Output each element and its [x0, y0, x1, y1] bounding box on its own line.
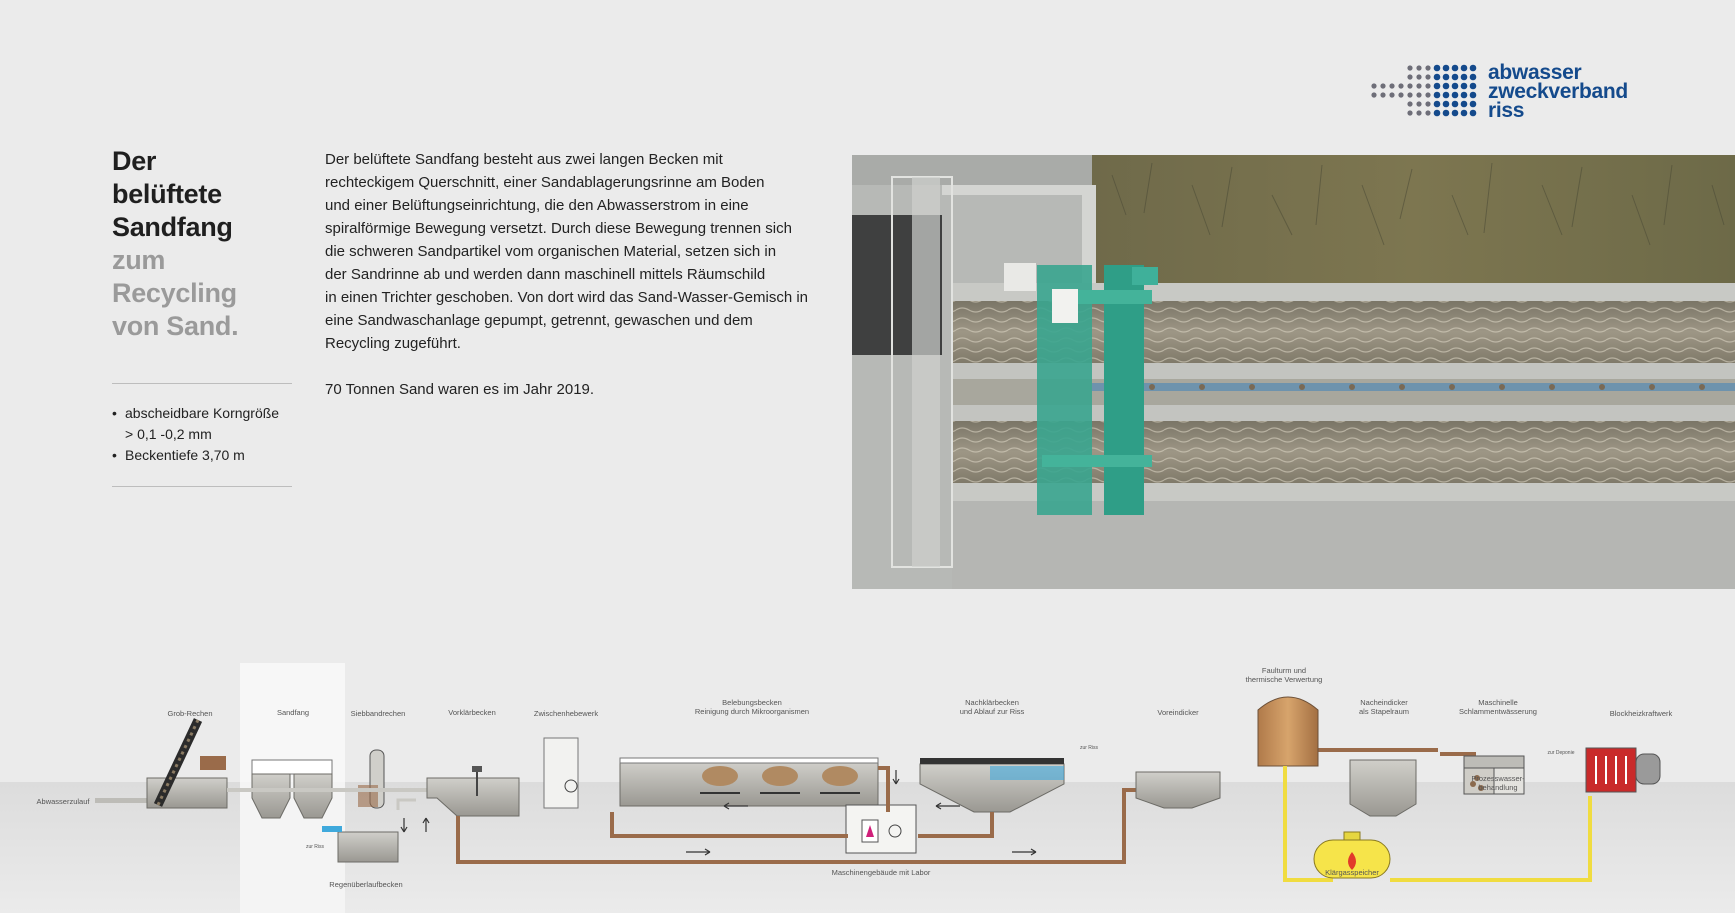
text-line: rechteckigem Querschnitt, einer Sandabla… [325, 174, 765, 191]
text-line: eine Sandwaschanlage gepumpt, getrennt, … [325, 312, 753, 329]
label-blockheizkraftwerk: Blockheizkraftwerk [1609, 709, 1673, 718]
brand-logo: abwasser zweckverband riss [1370, 61, 1640, 126]
fact-item: Beckentiefe 3,70 m [112, 445, 279, 466]
label-klaergasspeicher: Klärgasspeicher [1325, 868, 1379, 877]
divider-bottom [112, 486, 292, 487]
label-belebungsbecken: Belebungsbecken [722, 698, 782, 707]
label-nacheindicker: Nacheindicker [1360, 698, 1408, 707]
divider-top [112, 383, 292, 384]
subtitle-line-1: zum [112, 245, 166, 275]
label-voreindicker: Voreindicker [1157, 708, 1199, 717]
text-line: in einen Trichter geschoben. Von dort wi… [325, 289, 809, 306]
text-line: die schweren Sandpartikel vom organische… [325, 243, 777, 260]
subtitle-line-2: Recycling [112, 278, 237, 308]
facts-list: abscheidbare Korngröße > 0,1 -0,2 mm Bec… [112, 403, 279, 466]
label-zur-riss-outflow: zur Riss [1079, 745, 1099, 751]
text-line: Der belüftete Sandfang besteht aus zwei … [325, 151, 723, 168]
description-text: Der belüftete Sandfang besteht aus zwei … [325, 148, 825, 401]
label-maschinengebaeude: Maschinengebäude mit Labor [831, 868, 931, 877]
label-sandfang: Sandfang [276, 708, 310, 717]
title-line-3: Sandfang [112, 212, 233, 242]
page-title: Der belüftete Sandfang zum Recycling von… [112, 145, 239, 343]
label-zur-deponie: zur Deponie [1547, 750, 1575, 756]
label-prozesswasser: Prozesswasser- [1471, 774, 1525, 783]
label-prozesswasser-sub: behandlung [1478, 783, 1518, 792]
process-diagram: Grob-Rechen Sandfang Siebbandrechen Vork… [0, 660, 1735, 913]
logo-wordmark: abwasser zweckverband riss [1488, 61, 1628, 122]
label-nachklaerbecken-sub: und Ablauf zur Riss [959, 707, 1025, 716]
title-line-1: Der [112, 146, 157, 176]
text-line: spiralförmige Bewegung versetzt. Durch d… [325, 220, 792, 237]
logo-line-1: abwasser [1488, 61, 1582, 84]
fact-item-continuation: > 0,1 -0,2 mm [125, 426, 212, 442]
logo-dot-grid-icon [1371, 64, 1477, 117]
label-belebungsbecken-sub: Reinigung durch Mikroorganismen [694, 707, 810, 716]
label-regenueberlaufbecken: Regenüberlaufbecken [329, 880, 403, 889]
description-paragraph: Der belüftete Sandfang besteht aus zwei … [325, 148, 825, 355]
label-zwischenhebewerk: Zwischenhebewerk [533, 709, 599, 718]
label-faulturm-sub: thermische Verwertung [1245, 675, 1323, 684]
label-faulturm: Faulturm und [1261, 666, 1307, 675]
text-line: der Sandrinne ab und werden dann maschin… [325, 266, 766, 283]
label-nachklaerbecken: Nachklärbecken [965, 698, 1019, 707]
aerial-photo [852, 155, 1735, 589]
fact-item: abscheidbare Korngröße [112, 403, 279, 424]
label-zur-riss-rain: zur Riss [305, 844, 325, 850]
title-line-2: belüftete [112, 179, 222, 209]
label-schlammentwaesserung: Maschinelle [1478, 698, 1518, 707]
label-nacheindicker-sub: als Stapelraum [1358, 707, 1410, 716]
label-siebbandrechen: Siebbandrechen [350, 709, 406, 718]
subtitle-line-3: von Sand. [112, 311, 239, 341]
logo-line-3: riss [1488, 99, 1525, 122]
sand-amount-fact: 70 Tonnen Sand waren es im Jahr 2019. [325, 381, 595, 398]
text-line: Recycling zugeführt. [325, 335, 461, 352]
label-abwasserzulauf: Abwasserzulauf [36, 797, 90, 806]
label-grob-rechen: Grob-Rechen [167, 709, 213, 718]
label-schlammentwaesserung-sub: Schlammentwässerung [1459, 707, 1537, 716]
logo-line-2: zweckverband [1488, 80, 1628, 103]
text-line: und einer Belüftungseinrichtung, die den… [325, 197, 749, 214]
label-vorklaerbecken: Vorklärbecken [448, 708, 496, 717]
